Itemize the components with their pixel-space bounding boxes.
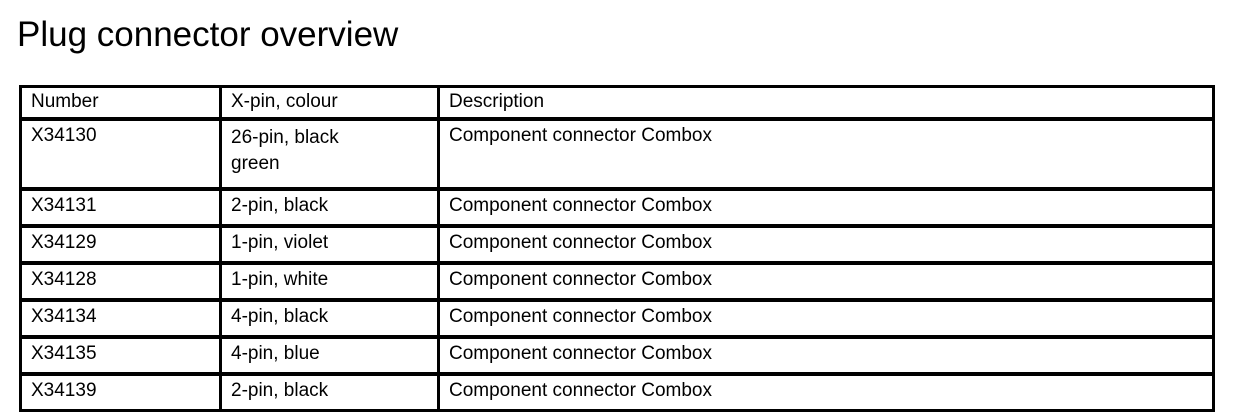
table-row: X34135 4-pin, blue Component connector C… [20,337,1214,376]
column-header-xpin-colour: X-pin, colour [220,86,440,121]
cell-xpin-colour-line-1: 26-pin, black [231,127,339,148]
cell-description: Component connector Combox [438,263,1214,302]
plug-connector-table: Number X-pin, colour Description X34130 … [19,85,1215,412]
cell-number: X34134 [20,300,222,339]
cell-description: Component connector Combox [438,189,1214,228]
cell-number: X34130 [20,119,222,191]
cell-xpin-colour: 2-pin, black [220,374,440,411]
page-title: Plug connector overview [17,15,399,54]
cell-xpin-colour: 2-pin, black [220,189,440,228]
table-row: X34131 2-pin, black Component connector … [20,189,1214,228]
connector-table-container: Number X-pin, colour Description X34130 … [19,85,1215,412]
cell-number: X34135 [20,337,222,376]
column-header-number: Number [20,86,222,121]
table-row: X34134 4-pin, black Component connector … [20,300,1214,339]
cell-description: Component connector Combox [438,119,1214,191]
table-row: X34139 2-pin, black Component connector … [20,374,1214,411]
cell-xpin-colour: 4-pin, blue [220,337,440,376]
cell-xpin-colour: 26-pin, black green [220,119,440,191]
table-header: Number X-pin, colour Description [20,86,1214,121]
table-row: X34128 1-pin, white Component connector … [20,263,1214,302]
cell-xpin-colour: 4-pin, black [220,300,440,339]
cell-xpin-colour-line-2: green [231,153,280,174]
cell-xpin-colour: 1-pin, white [220,263,440,302]
table-body: X34130 26-pin, black green Component con… [20,119,1214,411]
table-row: X34130 26-pin, black green Component con… [20,119,1214,191]
cell-description: Component connector Combox [438,226,1214,265]
cell-xpin-colour: 1-pin, violet [220,226,440,265]
cell-number: X34129 [20,226,222,265]
table-row: X34129 1-pin, violet Component connector… [20,226,1214,265]
cell-number: X34139 [20,374,222,411]
table-header-row: Number X-pin, colour Description [20,86,1214,121]
cell-number: X34131 [20,189,222,228]
cell-number: X34128 [20,263,222,302]
cell-description: Component connector Combox [449,380,712,401]
cell-description: Component connector Combox [438,337,1214,376]
column-header-description: Description [438,86,1214,121]
cell-description: Component connector Combox [438,300,1214,339]
